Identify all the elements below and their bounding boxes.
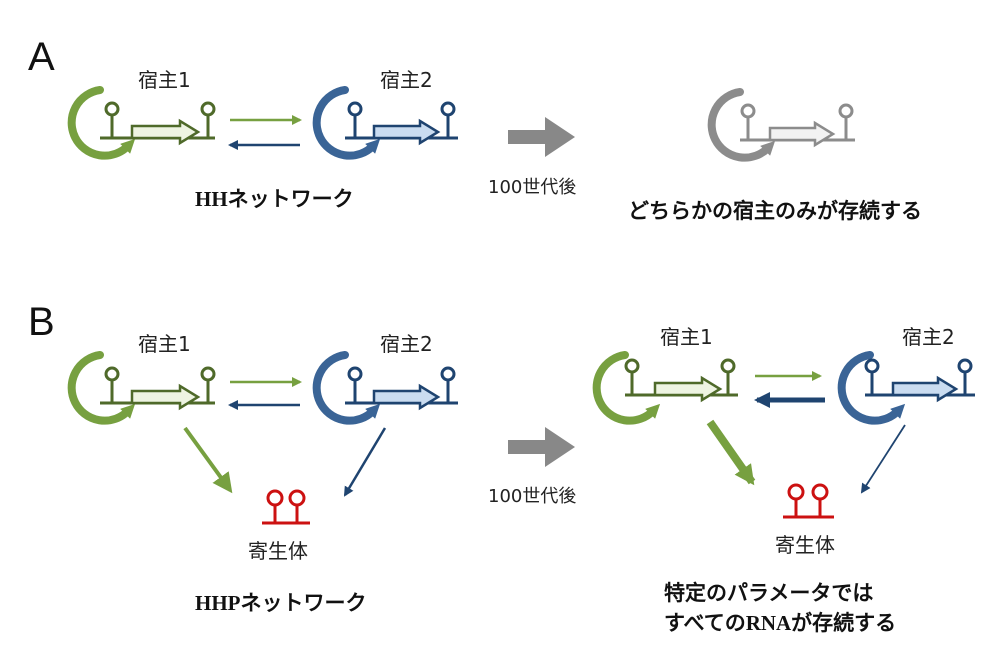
result-label-a: どちらかの宿主のみが存続する bbox=[628, 199, 922, 223]
generation-arrow-a bbox=[508, 117, 575, 157]
panel-label-a: A bbox=[28, 35, 55, 79]
arrow-host1-to-parasite-b bbox=[183, 426, 233, 494]
result-parasite-label-b: 寄生体 bbox=[775, 533, 835, 557]
host1-rna-a bbox=[67, 86, 216, 160]
generation-label-a: 100世代後 bbox=[488, 177, 576, 198]
survivor-rna-a bbox=[707, 88, 855, 162]
generation-label-b: 100世代後 bbox=[488, 486, 576, 507]
host2-label-b: 宿主2 bbox=[380, 332, 433, 356]
result-host1-rna-b bbox=[592, 351, 738, 425]
result-host2-rna-b bbox=[837, 351, 975, 425]
host1-label-a: 宿主1 bbox=[138, 68, 191, 92]
result-host2-label-b: 宿主2 bbox=[902, 325, 955, 349]
result-arrow-host2-to-parasite bbox=[860, 424, 906, 494]
host2-rna-b bbox=[312, 351, 458, 425]
network-label-a: HHネットワーク bbox=[195, 187, 354, 211]
panel-label-b: B bbox=[28, 300, 55, 344]
host1-rna-b bbox=[67, 351, 216, 425]
result-label-b-line1: 特定のパラメータでは bbox=[664, 581, 873, 605]
result-host1-label-b: 宿主1 bbox=[660, 325, 713, 349]
arrow-host2-to-parasite-b bbox=[343, 427, 387, 497]
host2-rna-a bbox=[312, 86, 458, 160]
result-arrow-host1-to-parasite bbox=[706, 419, 756, 486]
host1-label-b: 宿主1 bbox=[138, 332, 191, 356]
network-label-b: HHPネットワーク bbox=[195, 591, 367, 615]
generation-arrow-b bbox=[508, 427, 575, 467]
host2-label-a: 宿主2 bbox=[380, 68, 433, 92]
result-parasite-rna-b bbox=[783, 483, 834, 519]
parasite-label-b: 寄生体 bbox=[248, 539, 308, 563]
result-label-b-line2: すべてのRNAが存続する bbox=[664, 611, 896, 635]
parasite-rna-b bbox=[262, 489, 310, 525]
